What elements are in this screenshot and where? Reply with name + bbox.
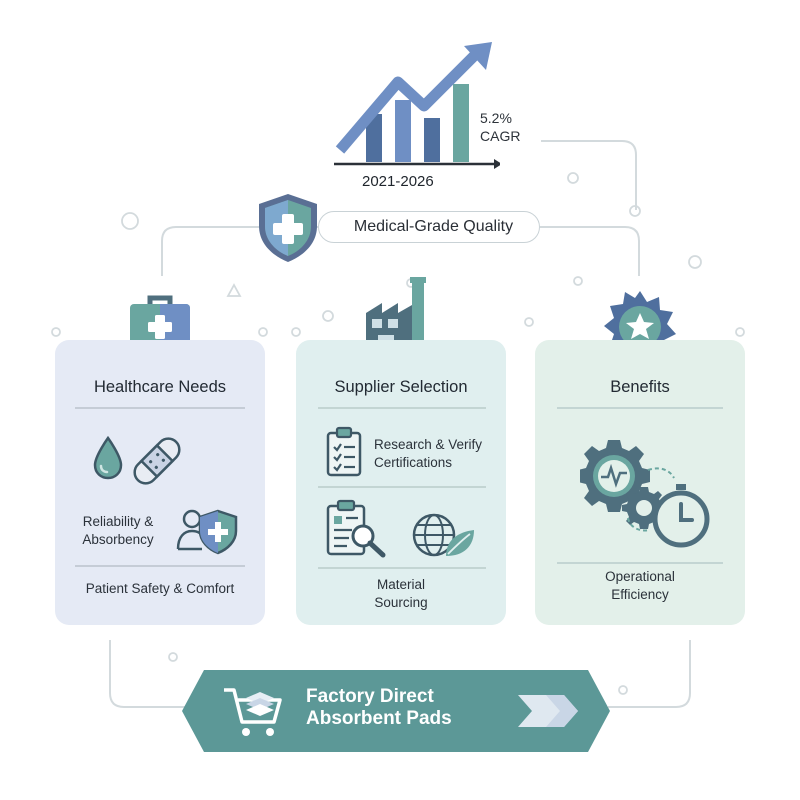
factory-direct-banner: [182, 670, 610, 752]
banner-text: Factory Direct Absorbent Pads: [306, 686, 452, 729]
divider: [318, 407, 486, 409]
material-sourcing-label: Material Sourcing: [374, 577, 428, 610]
water-drop-icon: [93, 436, 123, 480]
clipboard-search-icon: [326, 499, 386, 558]
checklist-icon: [326, 426, 362, 477]
shopping-cart-icon: [224, 688, 282, 736]
globe-leaf-icon: [412, 513, 474, 557]
research-verify-label: Research & Verify Certifications: [374, 437, 483, 470]
supplier-selection-title: Supplier Selection: [334, 378, 468, 396]
healthcare-needs-title: Healthcare Needs: [93, 378, 227, 396]
divider: [557, 562, 723, 564]
operational-efficiency-label: Operational Efficiency: [605, 569, 675, 602]
period-label: 2021-2026: [362, 173, 434, 190]
supplier-selection-card: [296, 340, 506, 625]
benefits-title: Benefits: [610, 378, 670, 396]
divider: [557, 407, 723, 409]
medical-shield-icon: [259, 194, 317, 262]
divider: [75, 407, 245, 409]
divider: [318, 486, 486, 488]
medical-kit-icon: [130, 295, 190, 350]
patient-shield-icon: [176, 509, 238, 555]
bandage-icon: [133, 437, 181, 485]
growth-metric: CAGR: [480, 128, 521, 144]
growth-chart-icon: [334, 42, 500, 169]
patient-safety-label: Patient Safety & Comfort: [85, 581, 235, 596]
divider: [318, 567, 486, 569]
healthcare-needs-card: [55, 340, 265, 625]
growth-rate: 5.2%: [480, 110, 512, 126]
divider: [75, 565, 245, 567]
gears-stopwatch-icon: [580, 440, 710, 548]
quality-label: Medical-Grade Quality: [353, 218, 514, 235]
reliability-label: Reliability & Absorbency: [82, 514, 154, 547]
quality-pill: [318, 211, 540, 243]
